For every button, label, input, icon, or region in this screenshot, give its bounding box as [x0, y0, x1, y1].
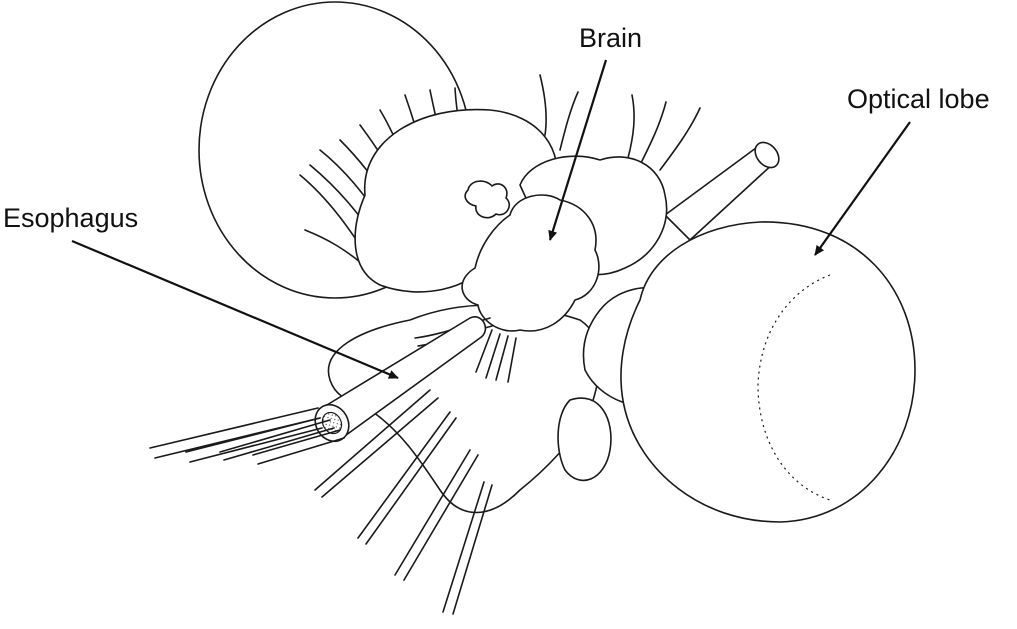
- label-brain-text: Brain: [579, 23, 642, 53]
- esophagus-pointer-arrow: [71, 239, 399, 380]
- brain-structure: [461, 155, 668, 332]
- small-lower-lobe: [557, 397, 612, 482]
- left-lobe-nerves: [299, 87, 461, 263]
- label-optical-lobe-text: Optical lobe: [847, 84, 990, 114]
- lower-nerves: [149, 389, 493, 615]
- label-esophagus-text: Esophagus: [3, 203, 138, 233]
- label-brain: Brain: [548, 23, 642, 241]
- label-optical-lobe: Optical lobe: [814, 84, 990, 256]
- label-esophagus: Esophagus: [3, 203, 399, 380]
- esophagus-upper-tube: [664, 141, 780, 241]
- brain-pointer-arrow: [548, 59, 608, 241]
- upper-right-nerves: [539, 74, 701, 171]
- right-optical-lobe: [620, 221, 916, 523]
- esophagus-tube: [314, 316, 487, 443]
- optical-lobe-pointer-arrow: [814, 121, 911, 256]
